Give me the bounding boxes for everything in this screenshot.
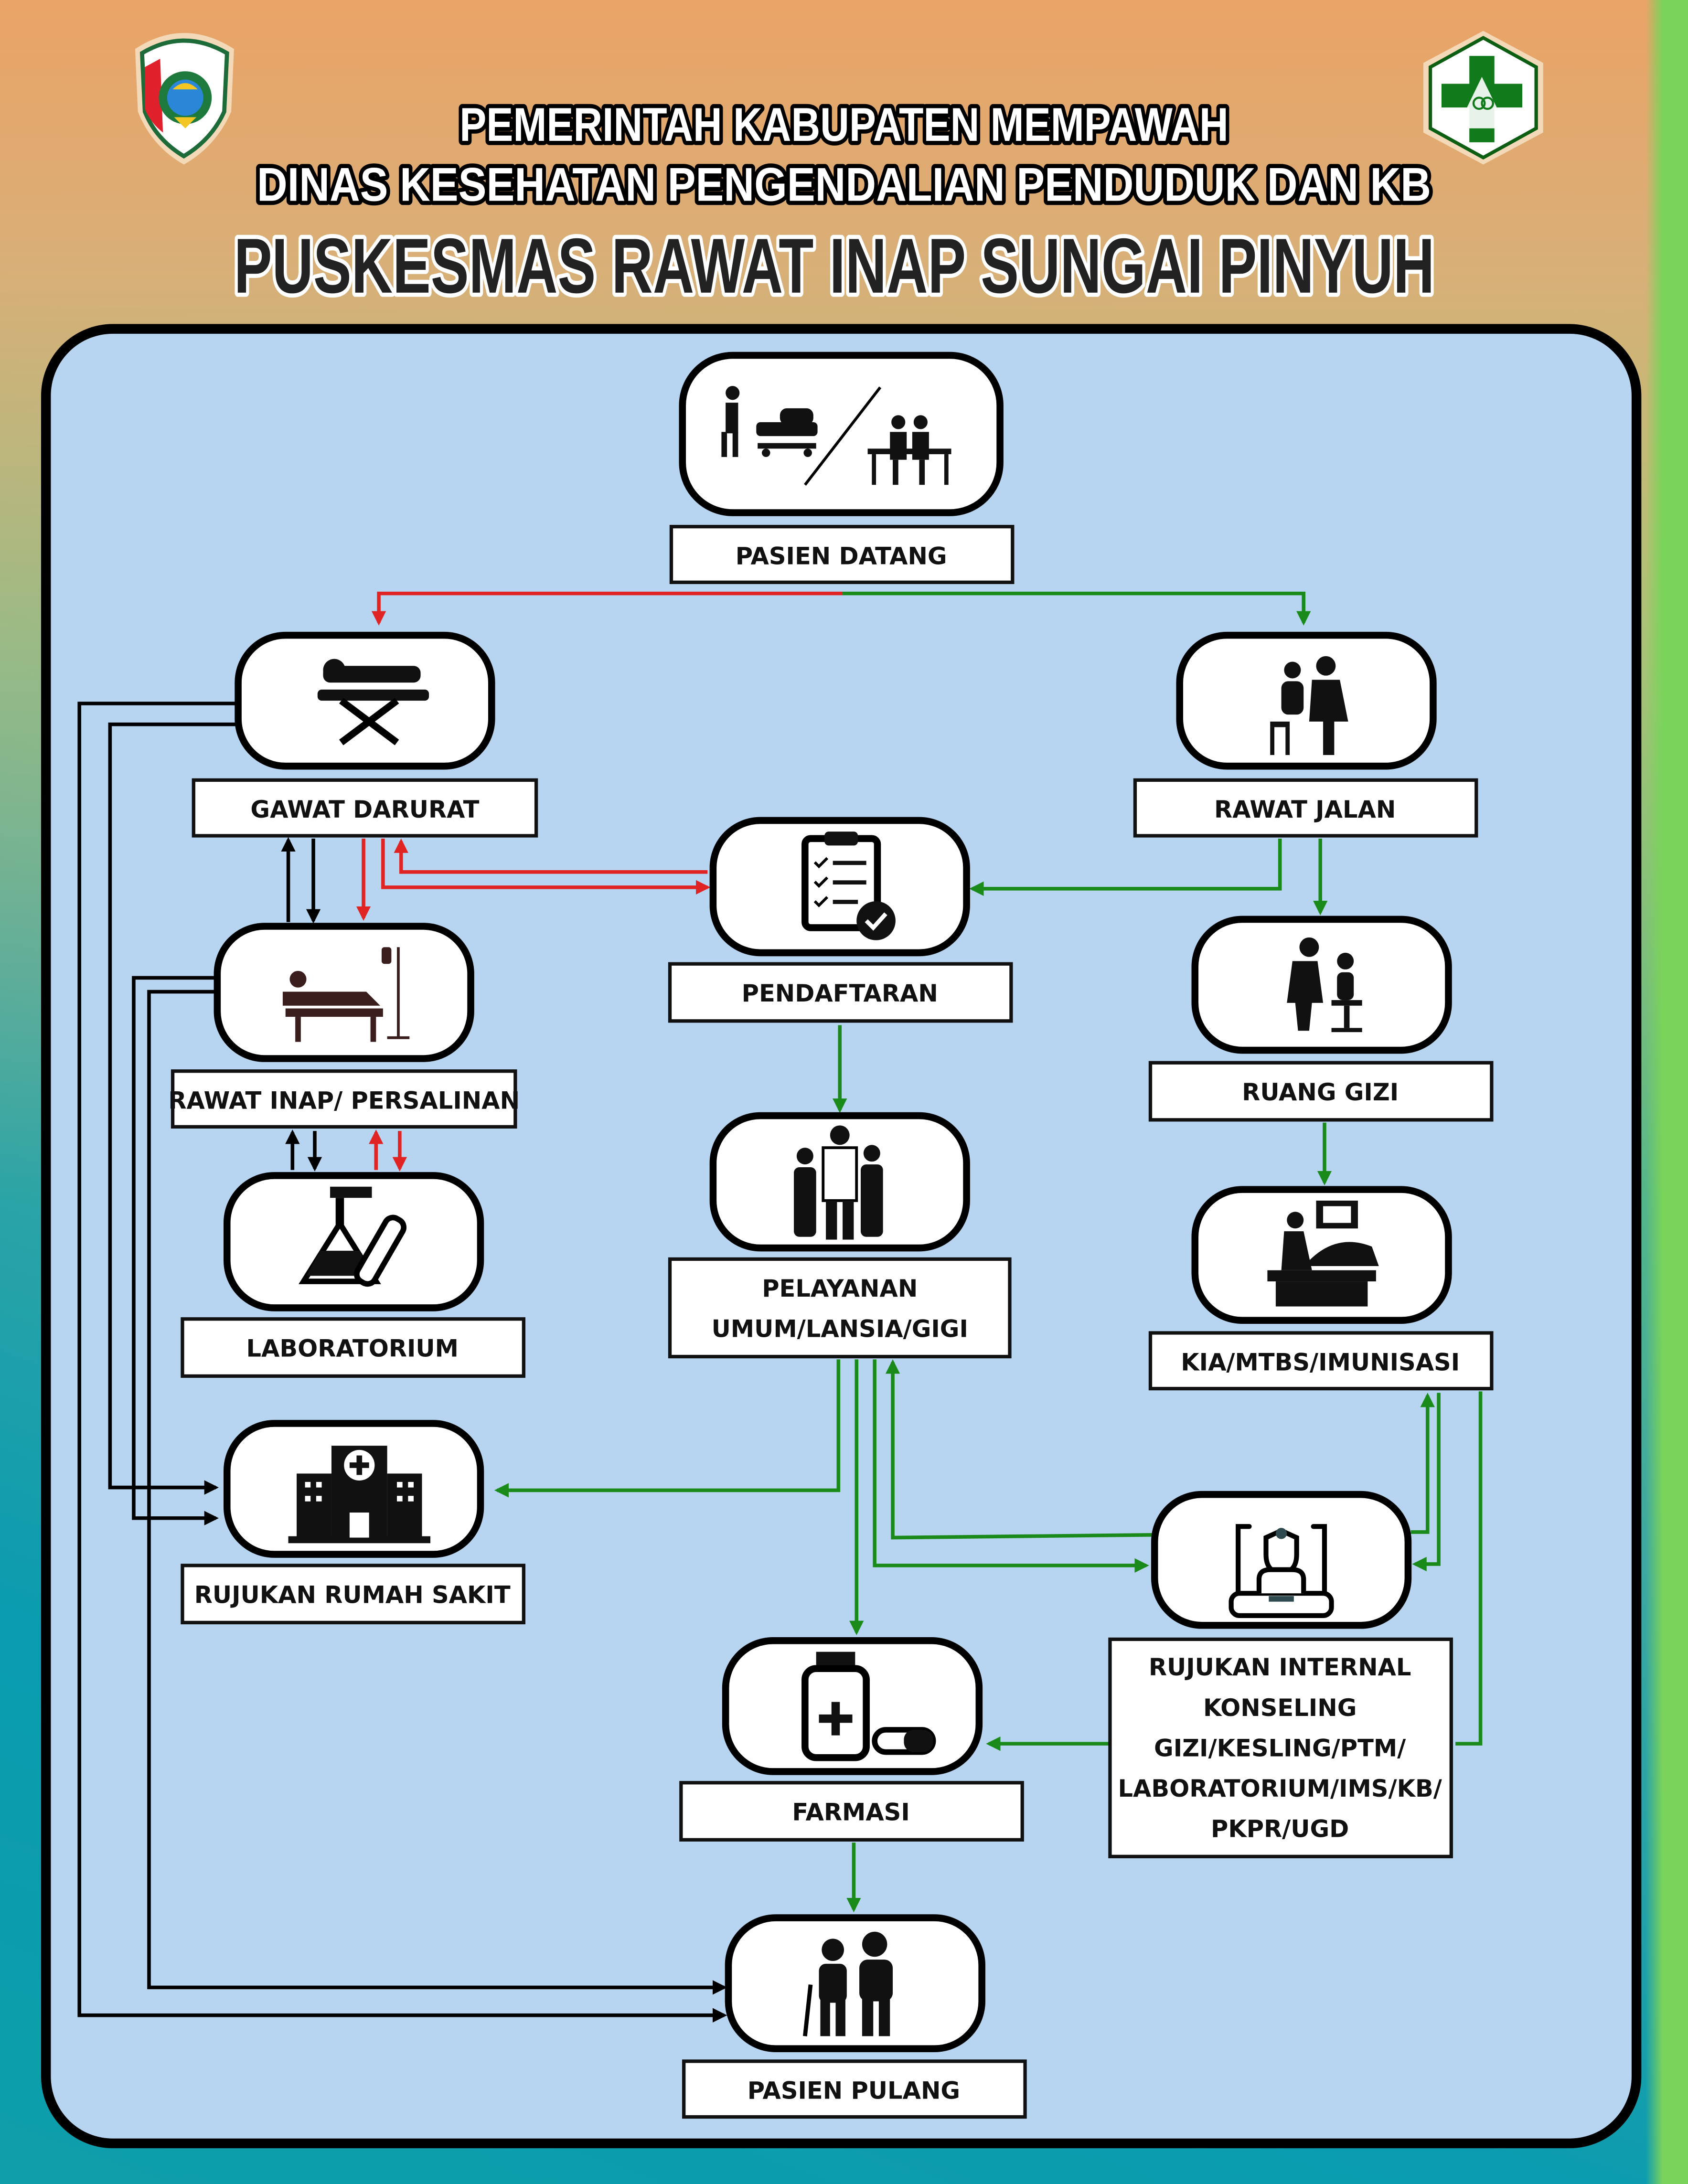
node-label: RAWAT INAP/ PERSALINAN: [168, 1087, 520, 1114]
arrow-inap-to-rujukan-rs: [132, 976, 219, 1525]
arrow-gawat-to-rujukan-rs: [108, 722, 237, 1495]
node-label: RUJUKAN RUMAH SAKIT: [194, 1581, 511, 1609]
node-label-line: KONSELING: [1203, 1694, 1357, 1722]
arrow-datang-to-rawat-jalan: [843, 591, 1311, 626]
node-pelayanan: PELAYANAN UMUM/LANSIA/GIGI: [668, 1112, 1012, 1359]
node-ruang-gizi: RUANG GIZI: [1148, 916, 1494, 1122]
node-rawat-inap: RAWAT INAP/ PERSALINAN: [168, 923, 520, 1129]
arrow-rujukan-internal-to-kia: [1410, 1393, 1435, 1534]
arrow-pelayanan-to-rujukan-rs: [494, 1359, 841, 1498]
node-label-line: LABORATORIUM/IMS/KB/: [1118, 1775, 1442, 1802]
node-pasien-pulang: PASIEN PULANG: [682, 1914, 1027, 2119]
nutrition-consult-icon: [1287, 937, 1362, 1033]
node-label: RAWAT JALAN: [1214, 796, 1396, 823]
node-rawat-jalan: RAWAT JALAN: [1133, 631, 1478, 838]
node-label: PASIEN DATANG: [736, 542, 947, 570]
arrow-rawat-jalan-to-pendaftaran: [969, 838, 1282, 896]
node-rujukan-rumah-sakit: RUJUKAN RUMAH SAKIT: [181, 1420, 526, 1625]
ultrasound-icon: [1267, 1200, 1379, 1307]
arrow-pendaftaran-to-gawat: [394, 838, 708, 874]
page-title: PUSKESMAS RAWAT INAP SUNGAI PINYUH: [234, 222, 1434, 309]
node-label: GAWAT DARURAT: [250, 796, 479, 823]
stretcher-icon: [317, 659, 429, 746]
puskesmas-logo: [1423, 31, 1543, 165]
medical-staff-icon: [794, 1125, 883, 1240]
header-line-1: PEMERINTAH KABUPATEN MEMPAWAH: [459, 98, 1229, 151]
node-laboratorium: LABORATORIUM: [181, 1172, 526, 1378]
node-gawat-darurat: GAWAT DARURAT: [192, 631, 538, 838]
node-label-line: RUJUKAN INTERNAL: [1149, 1653, 1411, 1681]
node-label-line: PKPR/UGD: [1211, 1815, 1349, 1843]
node-pasien-datang: PASIEN DATANG: [669, 352, 1015, 584]
patient-arrival-icon: [721, 386, 951, 486]
node-farmasi: FARMASI: [679, 1637, 1024, 1842]
node-rujukan-internal: RUJUKAN INTERNAL KONSELING GIZI/KESLING/…: [1108, 1491, 1453, 1858]
node-pendaftaran: PENDAFTARAN: [668, 817, 1013, 1023]
arrow-kia-to-rujukan-internal: [1412, 1393, 1441, 1572]
node-label: LABORATORIUM: [246, 1335, 459, 1363]
kabupaten-mempawah-logo: [135, 33, 234, 165]
node-label: KIA/MTBS/IMUNISASI: [1181, 1349, 1460, 1376]
telemedicine-doctor-icon: [1229, 1524, 1334, 1618]
arrow-rujukan-internal-to-pelayanan: [885, 1359, 1155, 1540]
arrow-gawat-to-pulang: [77, 702, 727, 2023]
node-label: RUANG GIZI: [1242, 1078, 1399, 1106]
node-label: PASIEN PULANG: [748, 2077, 960, 2105]
arrow-gawat-to-pendaftaran: [381, 838, 711, 895]
connectors: [77, 591, 1483, 2023]
arrow-pelayanan-to-rujukan-internal: [873, 1359, 1149, 1573]
arrow-datang-to-gawat: [371, 591, 843, 626]
medicine-bottle-icon: [801, 1651, 936, 1761]
hospital-bed-icon: [282, 947, 410, 1042]
arrow-kia-to-farmasi: [1455, 1391, 1483, 1746]
hospital-building-icon: [288, 1446, 430, 1544]
node-label: FARMASI: [792, 1798, 909, 1826]
elderly-walking-icon: [803, 1931, 893, 2036]
arrow-inap-to-pulang: [147, 990, 727, 1995]
doctor-consultation-icon: [1270, 656, 1348, 755]
node-label-line: GIZI/KESLING/PTM/: [1154, 1734, 1406, 1762]
node-label: PENDAFTARAN: [742, 980, 938, 1007]
node-label-line: PELAYANAN: [762, 1275, 918, 1302]
flask-test-tube-icon: [299, 1186, 407, 1287]
node-label-line: UMUM/LANSIA/GIGI: [712, 1315, 968, 1343]
node-kia: KIA/MTBS/IMUNISASI: [1148, 1186, 1494, 1391]
clipboard-check-icon: [801, 831, 896, 940]
header-line-2: DINAS KESEHATAN PENGENDALIAN PENDUDUK DA…: [257, 158, 1431, 211]
